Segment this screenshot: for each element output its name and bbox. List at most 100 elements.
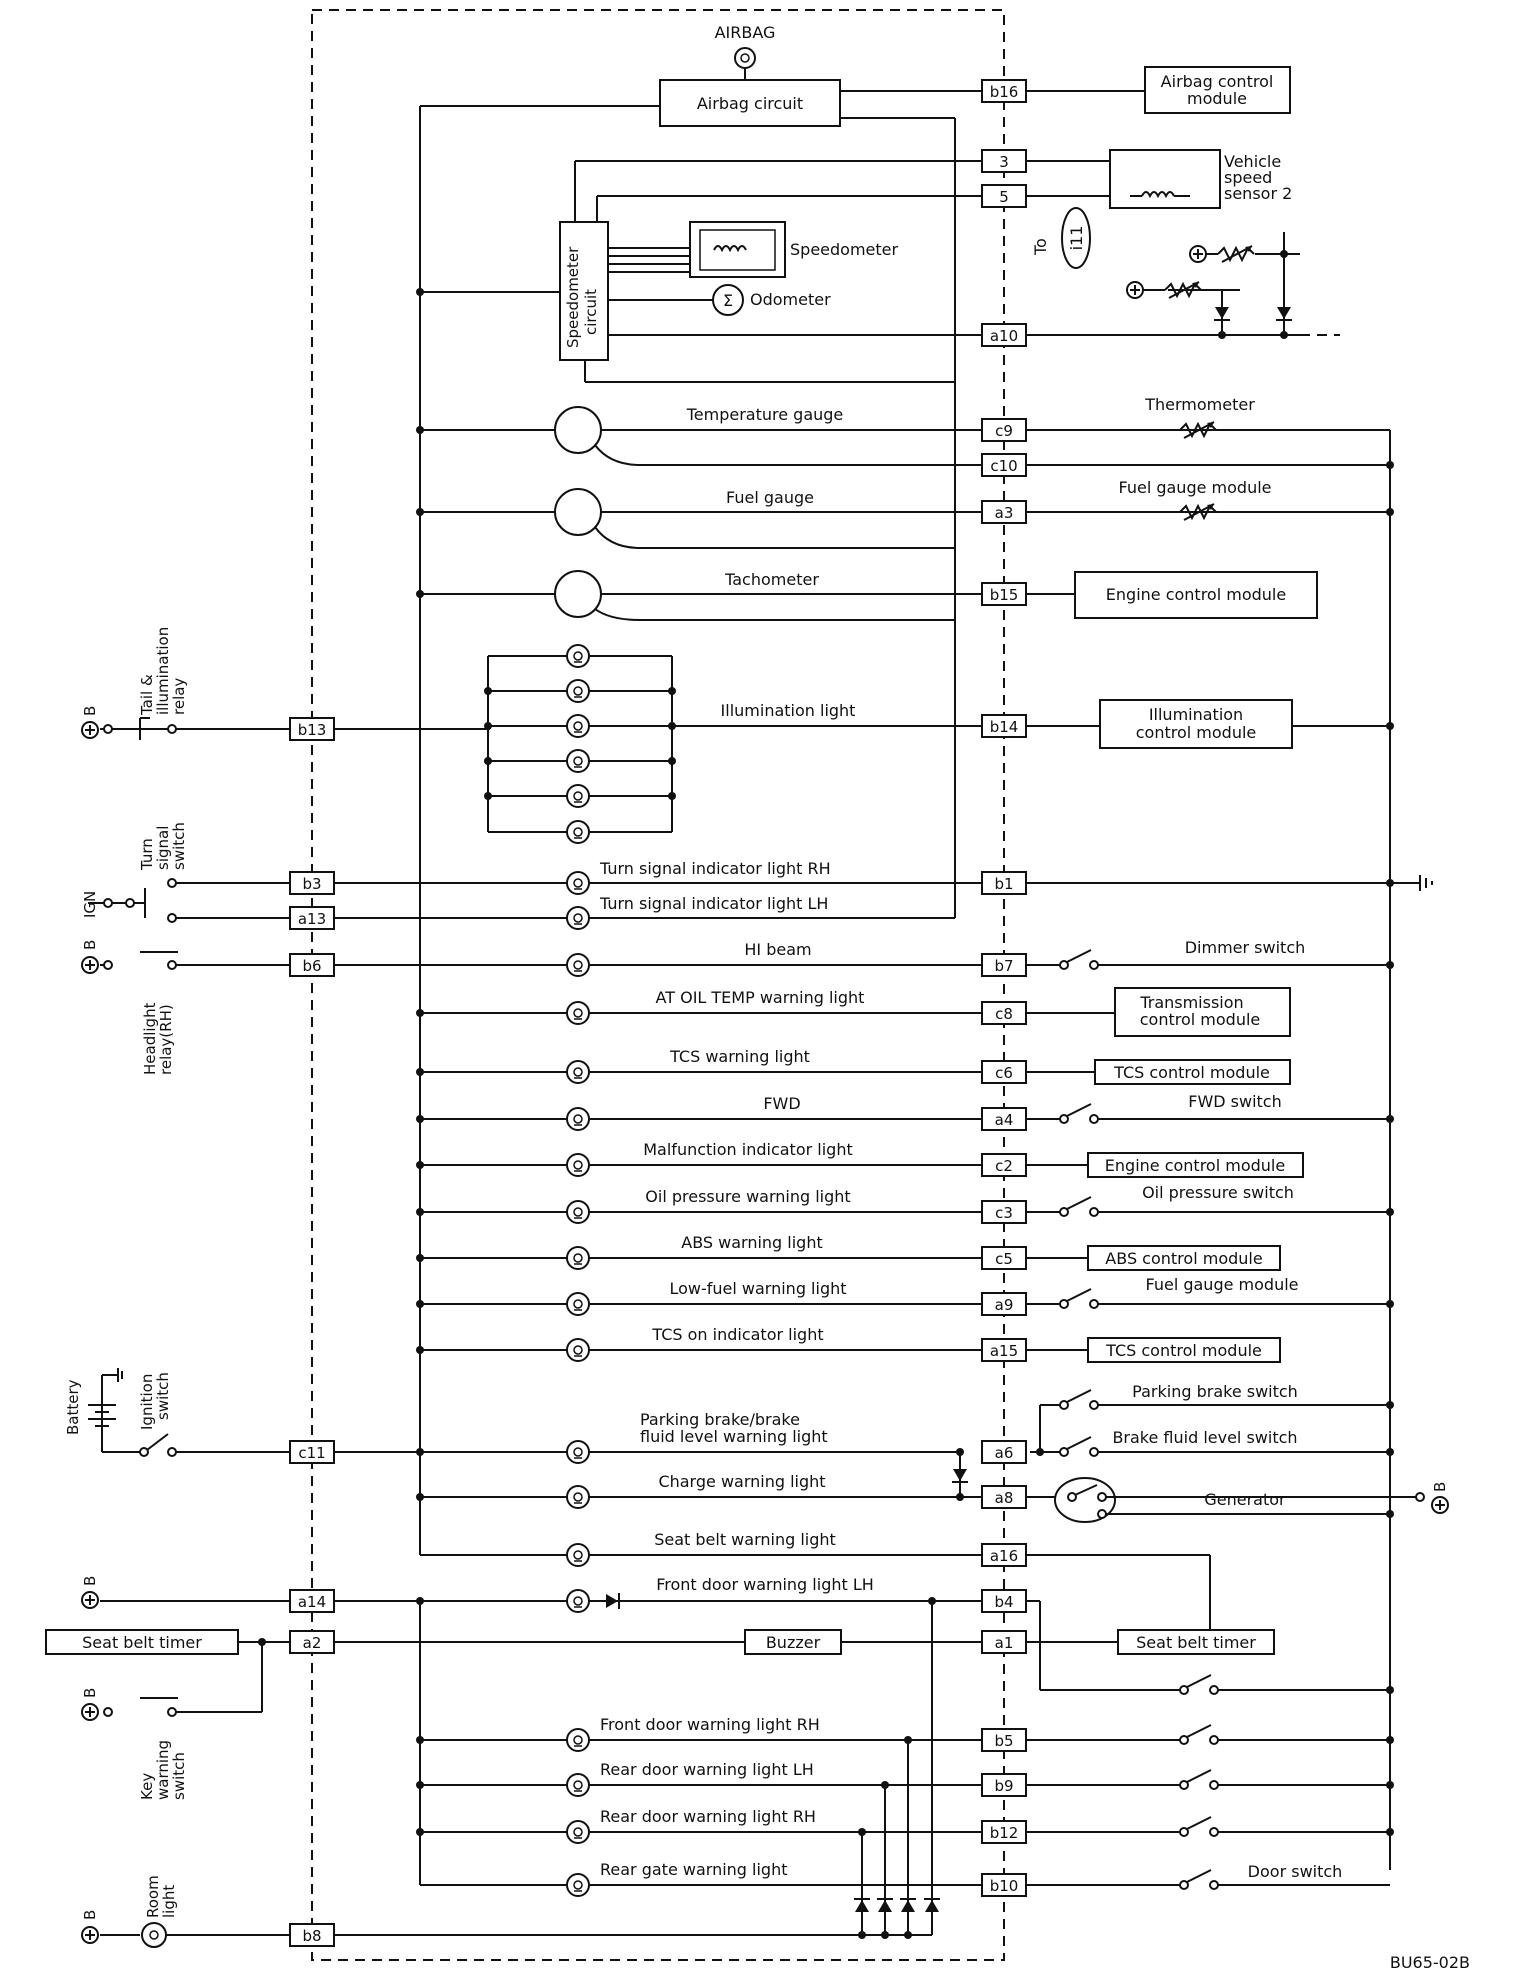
door-switch-label: Door switch (1248, 1862, 1343, 1881)
turn-switch-line3: switch (170, 822, 188, 870)
generator-symbol (1054, 1477, 1116, 1523)
rear-door-lh-label: Rear door warning light LH (600, 1760, 814, 1779)
turn-switch-line1: Turn (138, 838, 156, 871)
pos-b-label-5: B (81, 1910, 99, 1920)
charge-warning-label: Charge warning light (658, 1472, 825, 1491)
terminal-c11: c11 (298, 1444, 325, 1462)
fuel-gauge-module-label-2: Fuel gauge module (1146, 1275, 1299, 1294)
oil-pressure-label: Oil pressure warning light (645, 1187, 850, 1206)
temperature-gauge (554, 406, 602, 454)
right-connector-terminals: b16 3 5 a10 c9 c10 a3 b15 b14 b1 b7 c8 c… (981, 79, 1027, 1897)
pos-b-label-4: B (81, 1688, 99, 1698)
parking-brake-line1: Parking brake/brake (640, 1410, 800, 1429)
pos-b-label-1: B (81, 706, 99, 716)
airbag-circuit-box (659, 79, 841, 127)
parking-brake-switch-label: Parking brake switch (1132, 1382, 1298, 1401)
terminal-b4: b4 (994, 1593, 1013, 1611)
terminal-c2: c2 (995, 1157, 1013, 1175)
speedo-circuit-line1: Speedometer (564, 246, 582, 348)
terminal-b13: b13 (298, 721, 327, 739)
terminal-b5: b5 (994, 1732, 1013, 1750)
seat-belt-timer-left-box (45, 1629, 239, 1655)
oil-pressure-switch-label: Oil pressure switch (1142, 1183, 1294, 1202)
terminal-a3: a3 (995, 504, 1014, 522)
buzzer-label: Buzzer (766, 1633, 821, 1652)
illumination-light-label: Illumination light (721, 701, 856, 720)
terminal-5: 5 (999, 188, 1009, 206)
terminal-a16: a16 (990, 1547, 1018, 1565)
terminal-c6: c6 (995, 1064, 1013, 1082)
illumination-module-line2: control module (1136, 723, 1257, 742)
speedo-circuit-line2: circuit (582, 289, 600, 335)
ignition-switch-line2: switch (154, 1372, 172, 1420)
terminal-c10: c10 (990, 457, 1017, 475)
junction-dots (258, 250, 1394, 1939)
tcs-module-label-1: TCS control module (1113, 1063, 1270, 1082)
engine-control-module-box-1 (1074, 571, 1318, 619)
dimmer-switch-label: Dimmer switch (1185, 938, 1306, 957)
abs-module-box (1087, 1245, 1281, 1271)
tail-relay-line2: illumination (154, 627, 172, 715)
seat-belt-timer-right-label: Seat belt timer (1136, 1633, 1256, 1652)
terminal-c5: c5 (995, 1250, 1013, 1268)
speedometer-label: Speedometer (790, 240, 898, 259)
terminal-b12: b12 (990, 1824, 1019, 1842)
low-fuel-label: Low-fuel warning light (669, 1279, 846, 1298)
rear-gate-label: Rear gate warning light (600, 1860, 788, 1879)
thermometer-label: Thermometer (1144, 395, 1255, 414)
terminal-a2: a2 (303, 1634, 322, 1652)
terminal-a15: a15 (990, 1342, 1018, 1360)
front-door-lh-label: Front door warning light LH (656, 1575, 874, 1594)
abs-module-label: ABS control module (1105, 1249, 1262, 1268)
illumination-control-module-box (1099, 699, 1293, 749)
reference-i11-circle (1061, 207, 1091, 269)
transmission-module-line1: Transmission (1139, 993, 1243, 1012)
seat-belt-timer-right-box (1117, 1629, 1275, 1655)
fuel-gauge (554, 488, 602, 536)
turn-lh-label: Turn signal indicator light LH (599, 894, 828, 913)
vehicle-speed-sensor-box (1109, 149, 1221, 209)
terminal-a6: a6 (995, 1444, 1014, 1462)
tcs-warning-label: TCS warning light (669, 1047, 810, 1066)
vss-line1: Vehicle (1224, 152, 1281, 171)
terminal-b1: b1 (994, 875, 1013, 893)
fwd-label: FWD (763, 1094, 800, 1113)
room-light-line2: light (160, 1885, 178, 1918)
odometer-symbol (712, 284, 744, 316)
seat-belt-warning-label: Seat belt warning light (654, 1530, 836, 1549)
pos-b-label-2: B (81, 940, 99, 950)
terminal-c8: c8 (995, 1005, 1013, 1023)
terminal-a1: a1 (995, 1634, 1014, 1652)
turn-rh-label: Turn signal indicator light RH (599, 859, 831, 878)
terminal-b7: b7 (994, 957, 1013, 975)
terminal-c3: c3 (995, 1204, 1013, 1222)
fuel-gauge-label: Fuel gauge (726, 488, 814, 507)
terminal-a14: a14 (298, 1593, 326, 1611)
terminal-a10: a10 (990, 327, 1018, 345)
terminal-b14: b14 (990, 718, 1019, 736)
transmission-module-line2: control module (1140, 1010, 1261, 1029)
figure-code: BU65-02B (1390, 1953, 1470, 1972)
tcs-on-label: TCS on indicator light (651, 1325, 823, 1344)
key-warning-line1: Key (138, 1773, 156, 1800)
speedometer-circuit-box (559, 221, 609, 361)
pos-b-label-3: B (81, 1576, 99, 1586)
terminal-a4: a4 (995, 1111, 1014, 1129)
terminal-b9: b9 (994, 1777, 1013, 1795)
key-warning-line3: switch (170, 1752, 188, 1800)
airbag-symbol: AIRBAG (715, 23, 776, 80)
abs-label: ABS warning light (681, 1233, 823, 1252)
battery-symbol (88, 1368, 123, 1440)
fuel-gauge-module-label: Fuel gauge module (1119, 478, 1272, 497)
battery-label: Battery (64, 1379, 82, 1435)
front-door-rh-label: Front door warning light RH (600, 1715, 820, 1734)
airbag-label: AIRBAG (715, 23, 776, 42)
engine-control-module-label-1: Engine control module (1106, 585, 1286, 604)
brake-fluid-switch-label: Brake fluid level switch (1112, 1428, 1297, 1447)
fwd-switch-label: FWD switch (1188, 1092, 1282, 1111)
vss-line3: sensor 2 (1224, 184, 1292, 203)
terminal-b8: b8 (302, 1927, 321, 1945)
key-warning-line2: warning (154, 1740, 172, 1800)
terminal-b3: b3 (302, 875, 321, 893)
generator-label: Generator (1204, 1490, 1286, 1509)
